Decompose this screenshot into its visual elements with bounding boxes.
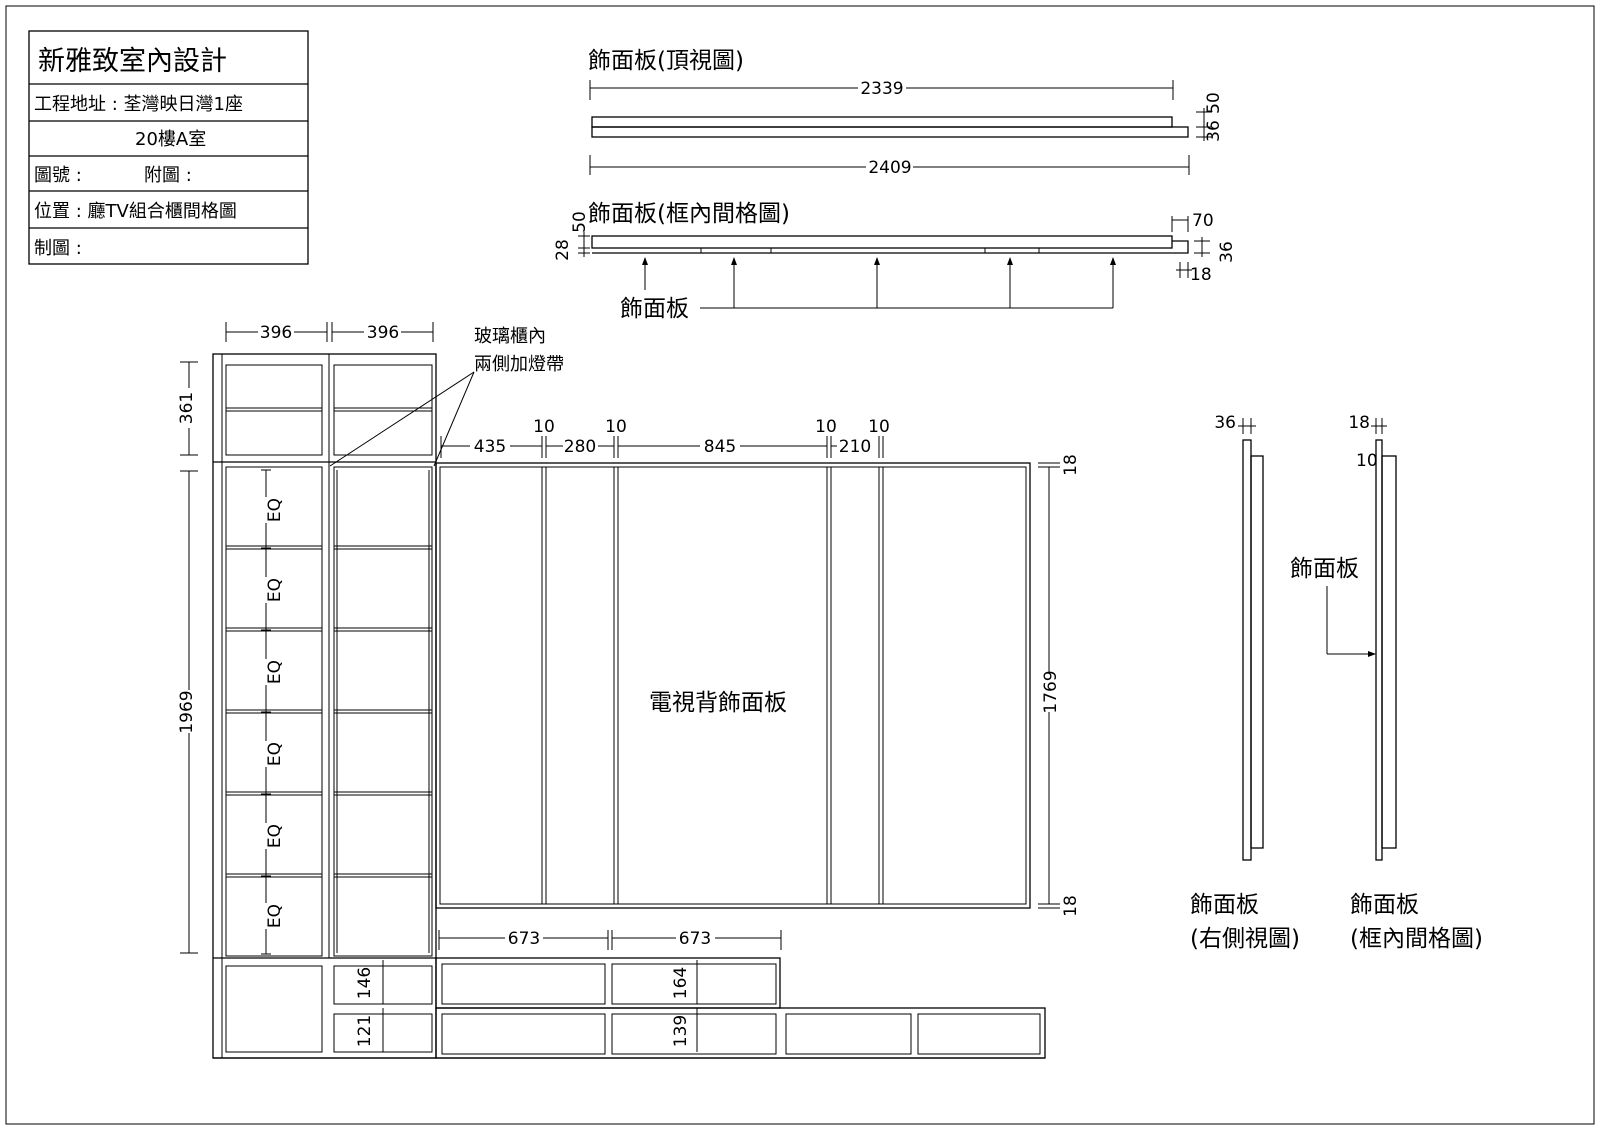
company-name: 新雅致室內設計: [38, 46, 227, 77]
eq-label-2: EQ: [265, 578, 285, 602]
frame-section-view: 18 10 飾面板 飾面板 (框內間格圖): [1290, 413, 1483, 952]
drawer-height-139: 139: [671, 1015, 691, 1047]
section-panel-label: 飾面板: [620, 296, 689, 322]
top-view: 飾面板(頂視圖) 2339 50 36 2409: [588, 48, 1224, 178]
tall-cabinet-shelves: [226, 470, 432, 953]
panel-dim-210: 210: [839, 437, 871, 457]
frame-arrow-label: 飾面板: [1290, 556, 1359, 582]
location-field: 位置 : 廳TV組合櫃間格圖: [34, 201, 237, 222]
glass-note-line1: 玻璃櫃內: [474, 326, 546, 347]
eq-label-1: EQ: [265, 498, 285, 522]
section-board: [591, 235, 1173, 249]
drawer-height-121: 121: [355, 1015, 375, 1047]
panel-dim-gap-3: 10: [815, 417, 837, 437]
top-cabinet-left: [225, 364, 323, 456]
panel-dim-gap-2: 10: [605, 417, 627, 437]
section-view-title: 飾面板(框內間格圖): [588, 201, 790, 227]
right-side-view: 36 飾面板 (右側視圖): [1190, 413, 1300, 952]
eq-dims: EQ EQ EQ EQ EQ EQ: [258, 469, 285, 955]
panel-height-1769: 1769: [1041, 670, 1061, 713]
section-dim-28: 28: [553, 239, 573, 261]
sheet-border: [5, 5, 1595, 1125]
panel-dim-gap-1: 10: [533, 417, 555, 437]
eq-label-5: EQ: [265, 824, 285, 848]
drawer-height-164: 164: [671, 967, 691, 999]
top-dim-36: 36: [1204, 120, 1224, 142]
eq-label-6: EQ: [265, 904, 285, 928]
top-width-2409: 2409: [868, 158, 911, 178]
eq-label-4: EQ: [265, 742, 285, 766]
section-dim-70: 70: [1192, 211, 1214, 231]
section-dim-18: 18: [1190, 265, 1212, 285]
front-elevation: 396 396 玻璃櫃內 兩側加燈帶 361 1969: [177, 322, 1081, 1059]
address-line-2: 20樓A室: [135, 129, 206, 150]
title-block: 新雅致室內設計 工程地址 : 荃灣映日灣1座 20樓A室 圖號 : 附圖 : 位…: [28, 30, 309, 265]
top-width-2339: 2339: [860, 79, 903, 99]
drawer-height-146: 146: [355, 967, 375, 999]
col-width-2: 396: [367, 323, 399, 343]
tall-cabinet-outer: [212, 353, 437, 1059]
address-line-1: 工程地址 : 荃灣映日灣1座: [34, 94, 243, 115]
frame-view-label-1: 飾面板: [1350, 892, 1419, 918]
section-dim-50: 50: [570, 211, 590, 233]
tall-column-glass: [333, 466, 433, 957]
drawing-number: 圖號 :: [34, 165, 82, 186]
panel-height-dims: 18 1769 18: [1038, 454, 1081, 917]
top-cabinet-right: [333, 364, 433, 456]
tv-back-panel-outer: [435, 462, 1031, 909]
tv-panel-label: 電視背飾面板: [649, 690, 787, 716]
base-width-1: 673: [508, 929, 540, 949]
col-width-1: 396: [260, 323, 292, 343]
base-lower-run: [435, 1007, 1046, 1059]
panel-dim-gap-4: 10: [868, 417, 890, 437]
panel-dim-845: 845: [704, 437, 736, 457]
section-dim-36: 36: [1217, 241, 1237, 263]
attached-drawing: 附圖 :: [144, 165, 192, 186]
top-board-upper: [591, 116, 1173, 128]
panel-width-dims: 435 10 280 10 845 10 10 210: [440, 417, 890, 458]
frame-dim-18: 18: [1348, 413, 1370, 433]
drawn-by-field: 制圖 :: [34, 238, 82, 259]
frame-dim-10: 10: [1356, 451, 1378, 471]
tv-panel-dividers: [541, 467, 884, 904]
panel-gap-top: 18: [1061, 454, 1081, 476]
side-view-label-1: 飾面板: [1190, 892, 1259, 918]
base-width-2: 673: [679, 929, 711, 949]
base-cabinet-left: [225, 965, 323, 1053]
top-board-lower: [591, 126, 1189, 138]
panel-gap-bottom: 18: [1061, 895, 1081, 917]
panel-dim-280: 280: [564, 437, 596, 457]
top-cabinet-height: 361: [177, 392, 197, 424]
side-dim-36: 36: [1214, 413, 1236, 433]
eq-label-3: EQ: [265, 660, 285, 684]
frame-view-label-2: (框內間格圖): [1350, 926, 1483, 952]
top-view-title: 飾面板(頂視圖): [588, 48, 744, 74]
tall-column-left: [225, 466, 323, 957]
top-dim-50: 50: [1204, 92, 1224, 114]
base-middle-upper: [435, 957, 781, 1009]
section-view: 飾面板(框內間格圖) 50 28 70 36 18 飾面板: [553, 201, 1237, 322]
glass-note-line2: 兩側加燈帶: [474, 354, 564, 375]
panel-dim-435: 435: [474, 437, 506, 457]
tall-cabinet-height: 1969: [177, 690, 197, 733]
side-view-label-2: (右側視圖): [1190, 926, 1300, 952]
